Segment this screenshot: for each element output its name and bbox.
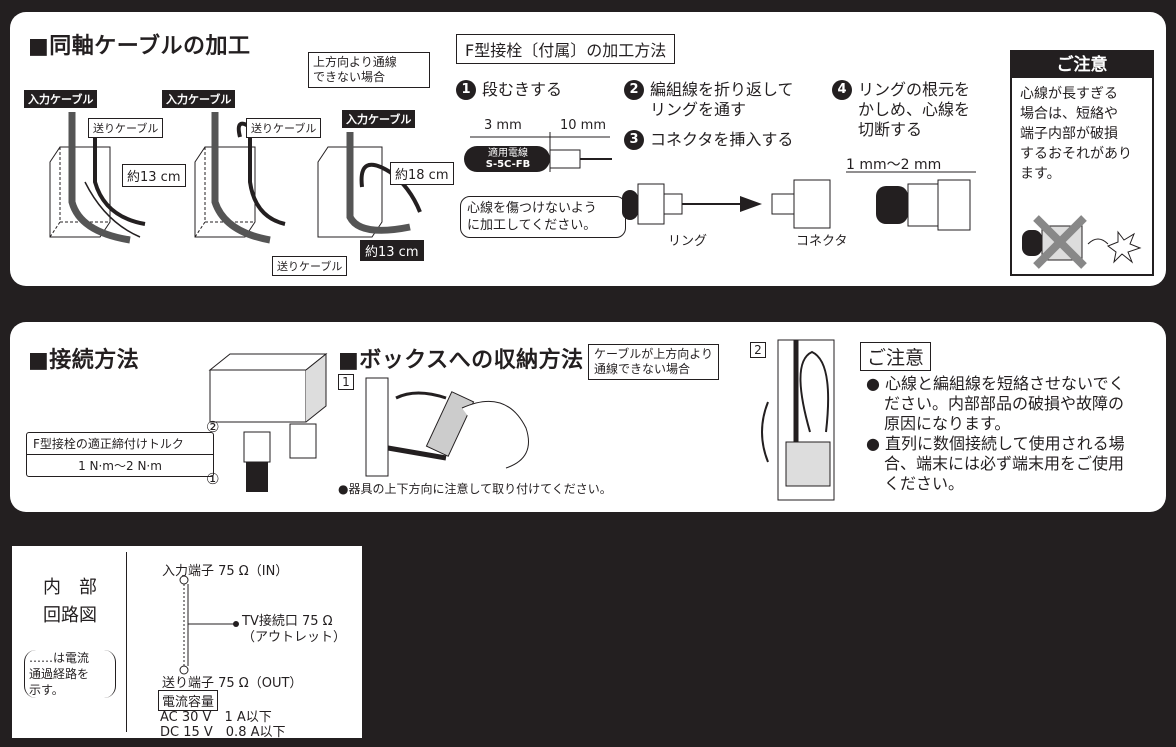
tv-port: TV接続口 75 Ω （アウトレット）: [242, 614, 346, 646]
tv-port-line2: （アウトレット）: [242, 630, 347, 645]
caution-box: ご注意 心線が長すぎる 場合は、短絡や 端子内部が破損 するおそれがあり ます。: [1010, 50, 1154, 276]
step-1-text: 段むきする: [482, 80, 563, 99]
box3-input-cable-tag: 入力ケーブル: [342, 110, 416, 128]
bullet1-line3: 原因になります。: [884, 414, 1011, 433]
bullet1-line1: ● 心線と編組線を短絡させないでく: [866, 374, 1125, 393]
caution-line5: ます。: [1020, 166, 1061, 182]
box2-send-cable-tag: 送りケーブル: [246, 118, 322, 138]
circuit-legend: ……は電流 通過経路を 示す。: [24, 650, 116, 698]
dim-10mm: 10 mm: [560, 118, 607, 133]
upward-note-line1: 上方向より通線: [313, 55, 397, 69]
circuit-heading: 内 部 回路図: [30, 574, 110, 630]
step-4-number: 4: [832, 80, 852, 100]
torque-label: F型接栓の適正締付けトルク: [27, 433, 213, 455]
connection-drawing: [208, 352, 328, 492]
f-connector-title: F型接栓〔付属〕の加工方法: [456, 34, 676, 64]
cable-box-illustrations: [49, 112, 422, 244]
bullet2-line2: 合、端末には必ず端末用をご使用: [884, 454, 1125, 473]
upward-note: 上方向より通線 できない場合: [308, 52, 430, 88]
crimped-connector-drawing: [846, 171, 976, 231]
step-1: 1 段むきする: [456, 80, 562, 100]
input-terminal: 入力端子 75 Ω（IN）: [162, 564, 289, 579]
step-2-number: 2: [624, 80, 644, 100]
box3-length-bottom: 約13 cm: [360, 240, 424, 261]
box3-send-cable-tag: 送りケーブル: [272, 256, 348, 276]
caution-title: ご注意: [1012, 52, 1152, 78]
torque-box: F型接栓の適正締付けトルク 1 N·m〜2 N·m: [26, 432, 214, 477]
stripped-cable-drawing: [464, 132, 612, 172]
legend-line2: 通過経路を: [29, 667, 90, 681]
caution-line1: 心線が長すぎる: [1020, 86, 1118, 102]
torque-value: 1 N·m〜2 N·m: [78, 459, 162, 473]
storage-drawing-1: [365, 377, 529, 477]
step-2: 2 編組線を折り返して リングを通す: [624, 80, 794, 120]
mid-caution-text: ● 心線と編組線を短絡させないでく ださい。内部部品の破損や故障の 原因になりま…: [866, 374, 1125, 494]
mount-note: ●器具の上下方向に注意して取り付けてください。: [338, 482, 612, 496]
callout-note: 心線を傷つけないよう に加工してください。: [460, 196, 626, 238]
circuit-lines: [179, 575, 239, 675]
box1-send-cable-tag: 送りケーブル: [88, 118, 164, 138]
tv-port-line1: TV接続口 75 Ω: [242, 614, 333, 629]
caution-line2: 場合は、短絡や: [1020, 106, 1118, 122]
caution-line3: 端子内部が破損: [1020, 126, 1118, 142]
connection-title: ■接続方法: [28, 348, 140, 373]
box-2-drawing: [194, 112, 286, 244]
circuit-panel: 内 部 回路図 ……は電流 通過経路を 示す。 入力端子 75 Ω（IN） TV…: [12, 546, 362, 740]
callout-line2: に加工してください。: [467, 218, 597, 233]
storage-drawing-2: [761, 339, 835, 501]
dim-3mm: 3 mm: [484, 118, 522, 133]
cable-processing-panel: ■同軸ケーブルの加工 上方向より通線 できない場合 入力ケーブル 送りケーブ: [10, 12, 1166, 286]
connection-panel: ■接続方法 F型接栓の適正締付けトルク 1 N·m〜2 N·m ② ① ■ボック…: [10, 322, 1166, 512]
cable-processing-title: ■同軸ケーブルの加工: [28, 34, 251, 59]
callout-line1: 心線を傷つけないよう: [467, 201, 597, 216]
capacity-title: 電流容量: [158, 690, 219, 711]
step-4-line1: リングの根元を: [858, 80, 971, 99]
storage-note: ケーブルが上方向より 通線できない場合: [588, 344, 720, 380]
cable-label-line1: 適用電線: [488, 148, 528, 159]
figure-2-label: 2: [750, 342, 766, 358]
cable-label: 適用電線 S-5C-FB: [472, 148, 544, 170]
caution-line4: するおそれがあり: [1020, 146, 1132, 162]
circuit-heading-line2: 回路図: [43, 605, 97, 626]
box1-length-label: 約13 cm: [122, 164, 186, 187]
step-3: 3 コネクタを挿入する: [624, 130, 793, 150]
dim-1to2mm: 1 mm〜2 mm: [846, 157, 942, 173]
storage-title: ■ボックスへの収納方法: [338, 348, 584, 373]
step-2-line1: 編組線を折り返して: [650, 80, 794, 99]
storage-note-line2: 通線できない場合: [594, 362, 691, 376]
step-3-number: 3: [624, 130, 644, 150]
box3-length-top: 約18 cm: [390, 162, 454, 185]
connector-label: コネクタ: [796, 234, 848, 249]
capacity-dc: DC 15 V 0.8 A以下: [160, 725, 286, 740]
step-4: 4 リングの根元を かしめ、心線を 切断する: [832, 80, 970, 140]
step-3-text: コネクタを挿入する: [650, 130, 794, 149]
upward-note-line2: できない場合: [313, 70, 386, 84]
mid-caution-title: ご注意: [860, 342, 932, 371]
bullet2-line3: ください。: [884, 474, 965, 493]
bullet1-line2: ださい。内部部品の破損や故障の: [884, 394, 1125, 413]
out-terminal: 送り端子 75 Ω（OUT）: [162, 676, 303, 691]
circuit-heading-line1: 内 部: [43, 577, 97, 598]
legend-line1: ……は電流: [29, 651, 90, 665]
step-2-line2: リングを通す: [650, 100, 747, 119]
storage-note-line1: ケーブルが上方向より: [594, 347, 714, 361]
step-4-line3: 切断する: [858, 120, 923, 139]
step-4-line2: かしめ、心線を: [858, 100, 971, 119]
step-1-marker: ①: [206, 470, 220, 488]
box2-input-cable-tag: 入力ケーブル: [162, 90, 236, 108]
ring-label: リング: [668, 234, 708, 249]
box1-input-cable-tag: 入力ケーブル: [24, 90, 98, 108]
circuit-divider: [126, 552, 127, 732]
caution-cross-icon: [1022, 215, 1142, 269]
capacity-ac: AC 30 V 1 A以下: [160, 710, 272, 725]
step-1-number: 1: [456, 80, 476, 100]
figure-1-label: 1: [338, 374, 354, 390]
caution-text: 心線が長すぎる 場合は、短絡や 端子内部が破損 するおそれがあり ます。: [1012, 78, 1152, 190]
box-1-drawing: [49, 112, 146, 244]
bullet2-line1: ● 直列に数個接続して使用される場: [866, 434, 1125, 453]
connector-insert-drawing: [622, 179, 831, 229]
cable-label-line2: S-5C-FB: [485, 159, 531, 170]
step-2-marker: ②: [206, 418, 220, 436]
legend-line3: 示す。: [29, 683, 64, 697]
